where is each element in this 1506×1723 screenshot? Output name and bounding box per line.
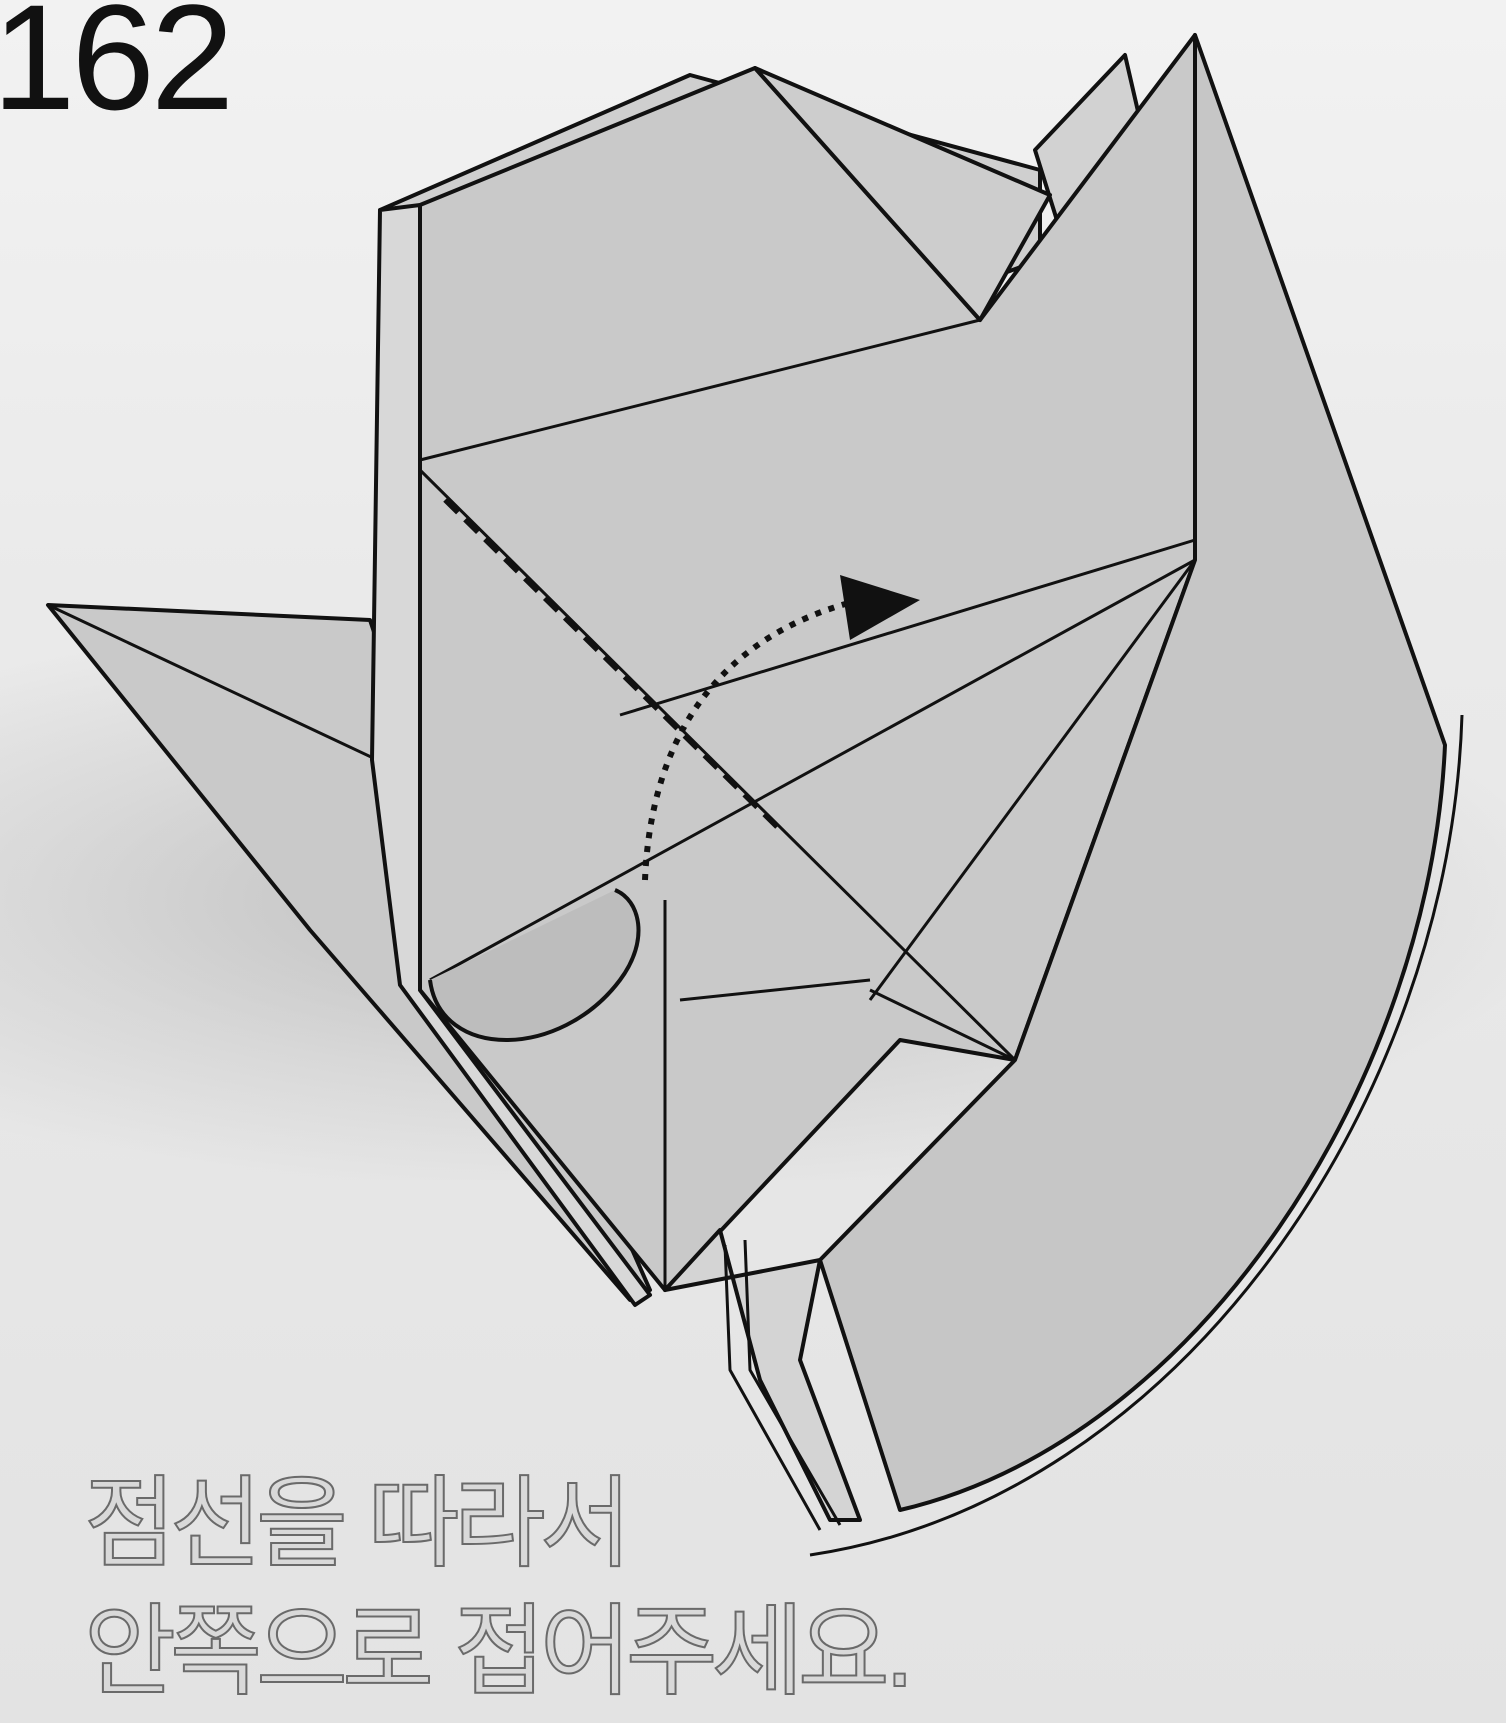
- origami-model: [48, 35, 1462, 1555]
- instruction-line-2: 안쪽으로 접어주세요.: [84, 1588, 984, 1716]
- instruction-line-1: 점선을 따라서: [84, 1460, 984, 1588]
- instruction-text: 점선을 따라서 안쪽으로 접어주세요.: [84, 1460, 984, 1716]
